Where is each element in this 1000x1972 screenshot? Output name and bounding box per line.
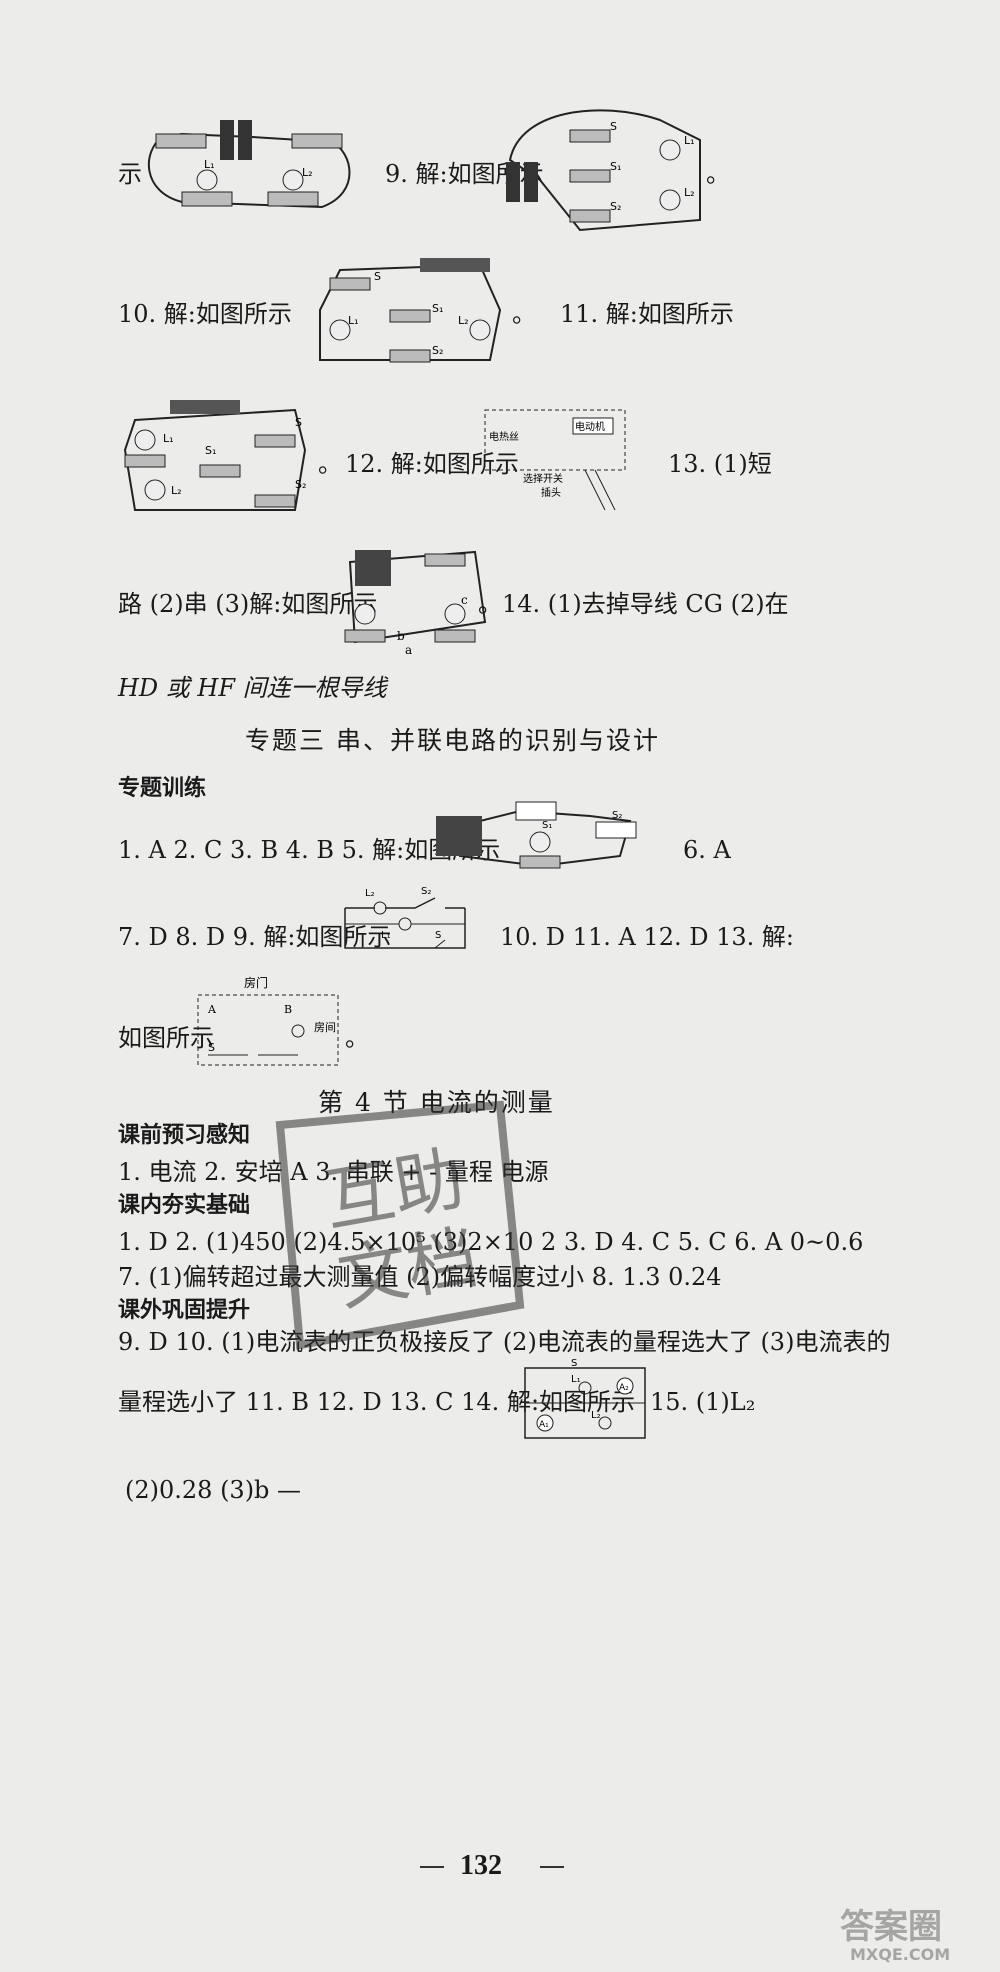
q14-l2: L₂ — [591, 1410, 601, 1421]
q9-s: S — [435, 930, 441, 941]
special-training-title: 专题训练 — [118, 776, 207, 801]
line2-q11: 11. 解:如图所示 — [560, 300, 734, 328]
fig9-l1: L₁ — [684, 134, 695, 147]
line1-end: 。 — [706, 160, 730, 188]
line3-q12: 12. 解:如图所示 — [345, 450, 519, 478]
room-door: 房门 — [244, 975, 268, 990]
page-dash-right — [540, 1866, 564, 1868]
basics-2: 7. (1)偏转超过最大测量值 (2)偏转幅度过小 8. 1.3 0.24 — [118, 1263, 722, 1291]
room-b: B — [284, 1003, 292, 1016]
fig11-s: S — [295, 416, 302, 429]
q9-s2: S₂ — [421, 886, 431, 897]
page-number: 132 — [460, 1850, 502, 1881]
fig9-l2: L₂ — [684, 186, 695, 199]
fig10-s2: S₂ — [432, 344, 443, 357]
figure-circuit-11: L₁ S₁ L₂ S S₂ — [115, 390, 315, 525]
fig11-s2: S₂ — [295, 478, 306, 491]
fig8-l2: L₂ — [302, 166, 313, 179]
figure-q9: L₂ L₁ S₂ S — [335, 878, 475, 958]
fig10-l1: L₁ — [348, 314, 359, 327]
basics-1: 1. D 2. (1)450 (2)4.5×10⁵ (3)2×10 2 3. D… — [118, 1228, 864, 1256]
figure-circuit-10: S S₁ S₂ L₁ L₂ — [300, 250, 510, 380]
q13-end: 。 — [345, 1024, 369, 1052]
preview-1: 1. 电流 2. 安培 A 3. 串联 + - 量程 电源 — [118, 1158, 549, 1186]
preview-title: 课前预习感知 — [118, 1123, 251, 1148]
page-dash-left — [420, 1866, 444, 1868]
fig-plug: 插头 — [541, 486, 561, 499]
q5-s2: S₂ — [612, 810, 622, 821]
room-label: 房间 — [314, 1021, 336, 1034]
room-a: A — [207, 1003, 217, 1016]
line1-left: 示 — [118, 160, 142, 188]
line5: HD 或 HF 间连一根导线 — [118, 674, 387, 702]
fig9-s1: S₁ — [610, 160, 621, 173]
fig9-s2: S₂ — [610, 200, 621, 213]
q9-l1: L₁ — [381, 930, 391, 941]
line3-mid: 。 — [318, 450, 342, 478]
q14-a2: A₂ — [619, 1383, 629, 1393]
stamp-seal: 互助 文档 — [240, 1085, 540, 1365]
line4-q14: 14. (1)去掉导线 CG (2)在 — [502, 590, 789, 618]
fig10-l2: L₂ — [458, 314, 469, 327]
q7-9: 7. D 8. D 9. 解:如图所示 — [118, 923, 392, 951]
line3-q13: 13. (1)短 — [668, 450, 772, 478]
watermark-logo: 答案圈 MXQE.COM — [830, 1896, 990, 1966]
figure-q14-ammeter: A₂ A₁ L₁ L₂ S — [515, 1358, 655, 1448]
figure-circuit-14: c b a — [335, 542, 495, 657]
fig11-l2: L₂ — [171, 484, 182, 497]
q6: 6. A — [683, 836, 731, 864]
extra-title: 课外巩固提升 — [118, 1298, 251, 1323]
fig11-l1: L₁ — [163, 432, 174, 445]
figure-hairdryer: 电动机 电热丝 选择开关 插头 — [475, 400, 635, 520]
fig-selector: 选择开关 — [523, 472, 563, 485]
q5-s1: S₁ — [542, 820, 552, 831]
extra-1: 9. D 10. (1)电流表的正负极接反了 (2)电流表的量程选大了 (3)电… — [118, 1328, 891, 1356]
extra-2: 量程选小了 11. B 12. D 13. C 14. 解:如图所示 — [118, 1388, 636, 1416]
line2-mid: 。 — [512, 300, 536, 328]
fig14-a: a — [405, 643, 412, 657]
figure-circuit-9: S S₁ S₂ L₁ L₂ — [500, 100, 710, 240]
fig-motor: 电动机 — [575, 420, 605, 433]
fig8-l1: L₁ — [204, 158, 215, 171]
q9-l2: L₂ — [365, 888, 375, 899]
line4-a: 路 (2)串 (3)解:如图所示 — [118, 590, 378, 618]
figure-room: 房门 A B 房间 S — [188, 965, 348, 1075]
fig10-s: S — [374, 270, 381, 283]
fig14-b: b — [397, 629, 405, 643]
fig10-s1: S₁ — [432, 302, 443, 315]
fig9-s: S — [610, 120, 617, 133]
q14-l1: L₁ — [571, 1374, 581, 1385]
room-s: S — [208, 1041, 215, 1054]
extra-3: (2)0.28 (3)b — — [125, 1476, 302, 1504]
section-heading: 专题三 串、并联电路的识别与设计 — [245, 726, 660, 755]
line4-mid: 。 — [478, 590, 502, 618]
q10-13: 10. D 11. A 12. D 13. 解: — [500, 923, 794, 951]
svg-text:MXQE.COM: MXQE.COM — [850, 1945, 950, 1964]
q14-a1: A₁ — [539, 1420, 549, 1430]
figure-circuit-8: L₁ L₂ — [142, 112, 362, 222]
fig-heater: 电热丝 — [489, 430, 519, 443]
extra-2-end: 15. (1)L₂ — [650, 1388, 756, 1416]
line2-q10: 10. 解:如图所示 — [118, 300, 292, 328]
figure-q5: S₁ S₂ — [430, 796, 640, 886]
fig11-s1: S₁ — [205, 444, 216, 457]
basics-title: 课内夯实基础 — [118, 1193, 251, 1218]
svg-text:答案圈: 答案圈 — [840, 1907, 942, 1947]
fig14-c: c — [461, 593, 468, 607]
q14-s: S — [571, 1358, 577, 1369]
